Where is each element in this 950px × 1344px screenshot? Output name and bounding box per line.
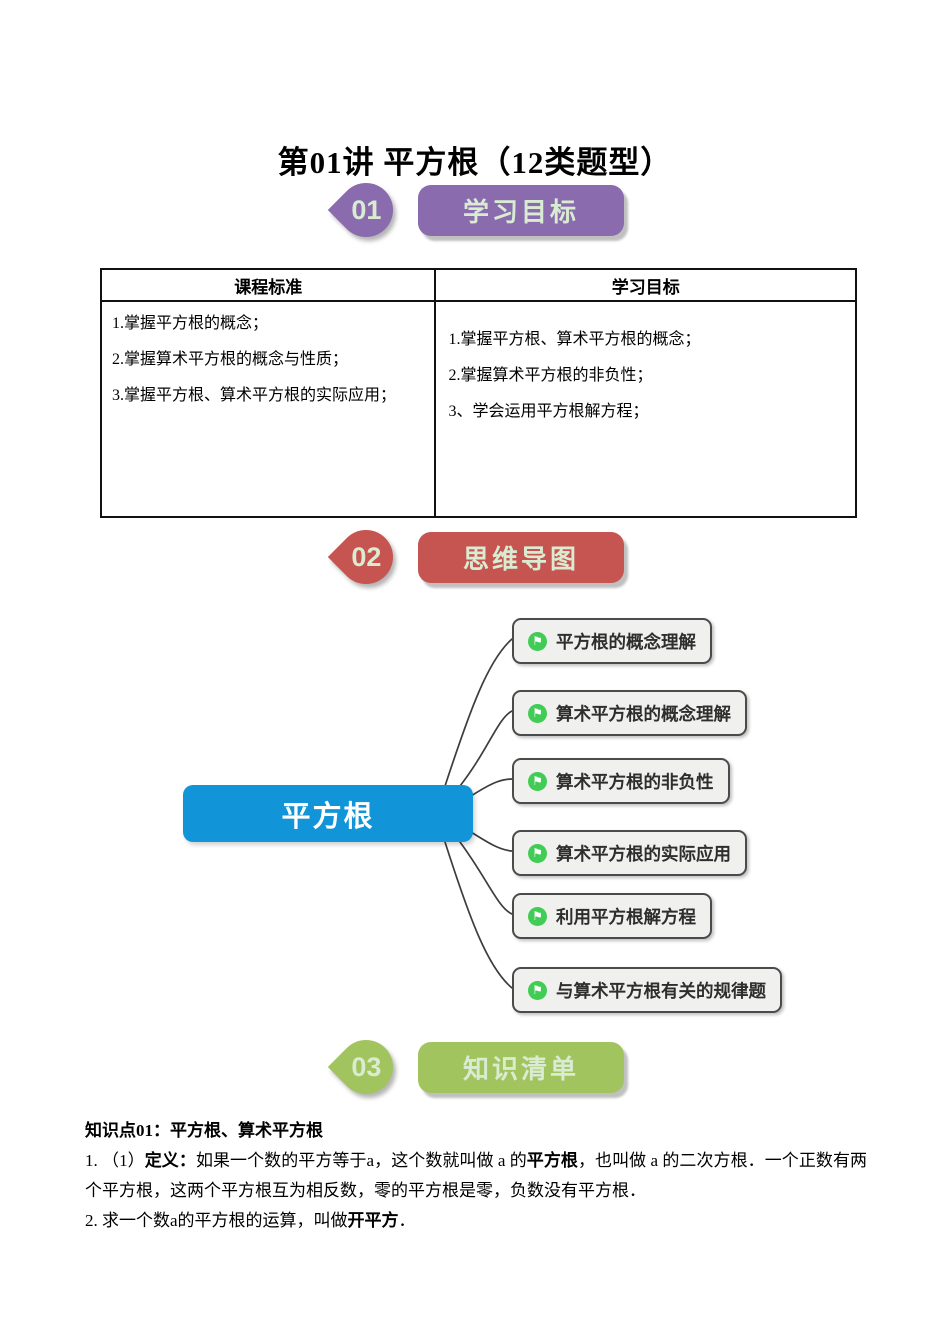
flag-icon: ⚑ — [528, 906, 547, 926]
course-standard-item: 3.掌握平方根、算术平方根的实际应用； — [112, 387, 397, 404]
section-badge-03: 03 知识清单 — [327, 1028, 624, 1106]
connector-line — [470, 831, 513, 852]
section-title-pill: 学习目标 — [418, 184, 624, 236]
flag-icon: ⚑ — [528, 843, 547, 863]
mindmap-branch-node: ⚑ 利用平方根解方程 — [512, 893, 712, 939]
section-number: 02 — [350, 541, 382, 572]
table-header-learning-goal: 学习目标 — [434, 268, 857, 302]
mindmap-branch-node: ⚑ 算术平方根的非负性 — [512, 758, 730, 804]
section-number-drop: 01 — [327, 171, 405, 249]
mindmap-connector-curves — [444, 638, 513, 989]
teardrop-shape: 03 — [327, 1028, 405, 1106]
course-standard-cell: 1.掌握平方根的概念； 2.掌握算术平方根的概念与性质； 3.掌握平方根、算术平… — [99, 300, 437, 518]
section-number-drop: 03 — [327, 1028, 405, 1106]
teardrop-shape: 02 — [327, 518, 405, 596]
section-number: 01 — [350, 194, 382, 225]
mindmap-branch-node: ⚑ 平方根的概念理解 — [512, 618, 712, 664]
course-standard-item: 2.掌握算术平方根的概念与性质； — [112, 351, 349, 368]
text-segment: 2. 求一个数a的平方根的运算，叫做 — [85, 1211, 348, 1230]
knowledge-paragraph-1: 1. （1）定义：如果一个数的平方等于a，这个数就叫做 a 的平方根，也叫做 a… — [85, 1146, 867, 1206]
branch-label: 算术平方根的概念理解 — [556, 703, 731, 724]
connector-line — [459, 710, 513, 787]
objectives-table: 课程标准 学习目标 1.掌握平方根的概念； 2.掌握算术平方根的概念与性质； 3… — [99, 268, 857, 518]
connector-line — [444, 638, 513, 787]
section-badge-02: 02 思维导图 — [327, 518, 624, 596]
mindmap-branch-node: ⚑ 与算术平方根有关的规律题 — [512, 967, 782, 1013]
flag-icon: ⚑ — [528, 703, 547, 723]
text-segment-bold: 开平方 — [347, 1211, 399, 1230]
branch-label: 算术平方根的实际应用 — [556, 843, 731, 864]
text-segment: 1. （1） — [85, 1151, 145, 1170]
page-title: 第01讲 平方根（12类题型） — [277, 144, 673, 180]
section-badge-01: 01 学习目标 — [327, 171, 624, 249]
text-segment-bold: 定义： — [144, 1151, 196, 1170]
flag-icon: ⚑ — [528, 771, 547, 791]
knowledge-heading: 知识点01：平方根、算术平方根 — [85, 1121, 323, 1140]
connector-line — [459, 841, 513, 915]
mindmap: 平方根 ⚑ 平方根的概念理解 ⚑ 算术平方根的概念理解 ⚑ 算术平方根的非负性 … — [0, 600, 950, 1030]
mindmap-branch-node: ⚑ 算术平方根的概念理解 — [512, 690, 747, 736]
mindmap-root-node: 平方根 — [183, 785, 473, 842]
text-segment: ，也叫做 a 的二次方根．一个正数有两个平方根，这两个平方根互为相反数，零的平方… — [85, 1151, 868, 1200]
text-segment: 如果一个数的平方等于a，这个数就叫做 a 的 — [195, 1151, 527, 1170]
section-title-pill: 知识清单 — [418, 1041, 624, 1093]
branch-label: 平方根的概念理解 — [556, 631, 696, 652]
course-standard-item: 1.掌握平方根的概念； — [112, 315, 269, 332]
text-segment-bold: 平方根 — [526, 1151, 578, 1170]
table-header-course-standard: 课程标准 — [99, 268, 437, 302]
connector-line — [444, 841, 513, 989]
branch-label: 利用平方根解方程 — [556, 906, 696, 927]
learning-goal-cell: 1.掌握平方根、算术平方根的概念； 2.掌握算术平方根的非负性； 3、学会运用平… — [434, 300, 857, 518]
connector-line — [470, 778, 513, 797]
text-segment: ． — [398, 1211, 416, 1230]
knowledge-paragraph-2: 2. 求一个数a的平方根的运算，叫做开平方． — [85, 1206, 867, 1236]
table-body-row: 1.掌握平方根的概念； 2.掌握算术平方根的概念与性质； 3.掌握平方根、算术平… — [99, 300, 857, 518]
section-number-drop: 02 — [327, 518, 405, 596]
section-number: 03 — [350, 1051, 382, 1082]
branch-label: 与算术平方根有关的规律题 — [556, 980, 766, 1001]
mindmap-branch-node: ⚑ 算术平方根的实际应用 — [512, 830, 747, 876]
learning-goal-item: 2.掌握算术平方根的非负性； — [448, 367, 653, 384]
section-title-label: 学习目标 — [462, 196, 579, 227]
section-title-label: 思维导图 — [462, 543, 579, 574]
section-title-label: 知识清单 — [462, 1053, 579, 1084]
table-header-row: 课程标准 学习目标 — [99, 268, 857, 302]
teardrop-shape: 01 — [327, 171, 405, 249]
flag-icon: ⚑ — [528, 631, 547, 651]
section-title-pill: 思维导图 — [418, 531, 624, 583]
knowledge-section: 知识点01：平方根、算术平方根 1. （1）定义：如果一个数的平方等于a，这个数… — [85, 1116, 867, 1236]
learning-goal-item: 1.掌握平方根、算术平方根的概念； — [448, 331, 701, 348]
branch-label: 算术平方根的非负性 — [556, 771, 714, 792]
learning-goal-item: 3、学会运用平方根解方程； — [448, 403, 649, 420]
flag-icon: ⚑ — [528, 980, 547, 1000]
